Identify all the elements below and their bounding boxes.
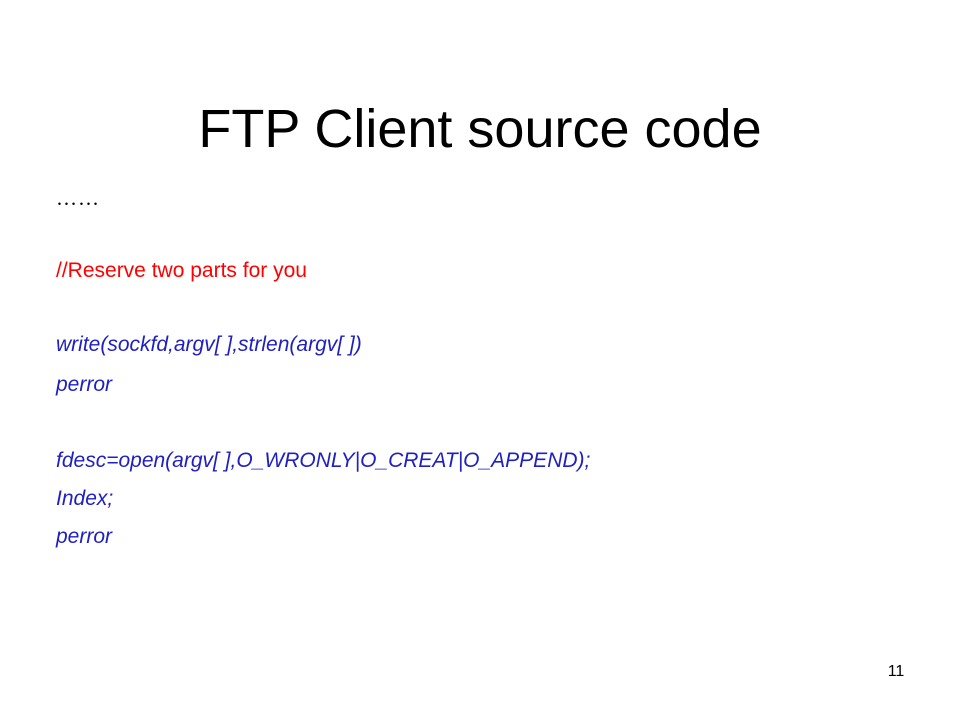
code-line-perror-1: perror: [56, 373, 113, 396]
comment-text: //Reserve two parts for you: [56, 259, 307, 282]
page-number: 11: [887, 663, 905, 680]
slide-title: FTP Client source code: [198, 99, 762, 160]
code-line-perror-2: perror: [56, 525, 113, 548]
code-line-write: write(sockfd,argv[ ],strlen(argv[ ]): [56, 333, 362, 356]
code-line-index: Index;: [56, 487, 114, 510]
ellipsis-text: ……: [56, 186, 100, 210]
code-line-open: fdesc=open(argv[ ],O_WRONLY|O_CREAT|O_AP…: [56, 449, 591, 472]
